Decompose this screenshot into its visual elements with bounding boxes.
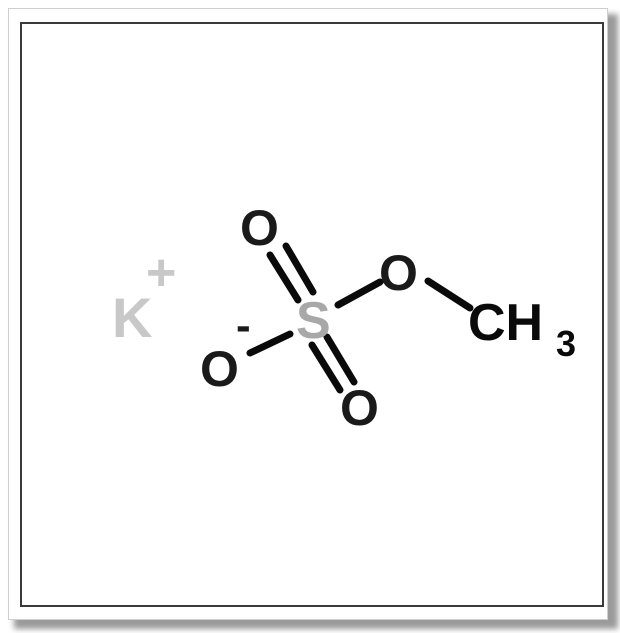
- bond-s-o-bottom-2: [323, 333, 358, 386]
- oxygen-bottom-atom: O: [340, 380, 379, 436]
- bond-o-ch3: [424, 277, 474, 312]
- oxygen-left-charge: -: [236, 301, 251, 350]
- methyl-carbon: CH: [468, 294, 543, 352]
- oxygen-right-atom: O: [379, 245, 418, 301]
- sulfur-atom: S: [296, 292, 331, 350]
- bond-s-o-bottom-1: [308, 341, 344, 394]
- oxygen-top-atom: O: [240, 200, 279, 256]
- cation-symbol: K: [112, 286, 152, 349]
- diagram-border: [20, 22, 604, 607]
- cation-charge: +: [146, 244, 176, 302]
- bond-s-o-top-2: [282, 242, 317, 296]
- bond-s-o-right: [334, 278, 384, 309]
- bond-s-o-left: [246, 330, 294, 357]
- bond-s-o-top-1: [266, 251, 302, 304]
- methyl-subscript: 3: [556, 323, 576, 364]
- bonds: [246, 242, 474, 394]
- oxygen-left-atom: O: [200, 341, 239, 397]
